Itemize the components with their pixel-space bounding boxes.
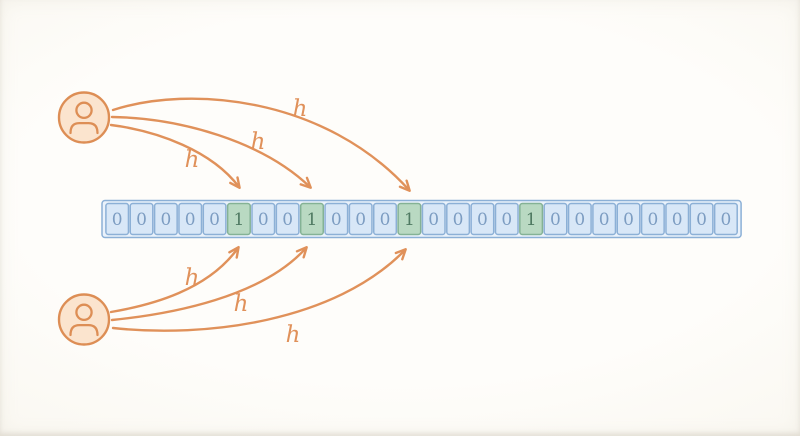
bit-value-24: 0 xyxy=(696,210,707,230)
bit-value-21: 0 xyxy=(623,210,634,230)
hash-arrow-top-to-cell-8 xyxy=(110,115,312,189)
hash-arrow-top-to-cell-12 xyxy=(111,97,411,192)
hash-arrow-top-to-cell-5 xyxy=(109,123,241,189)
hash-function-label: h xyxy=(185,265,200,291)
bit-cell-2 xyxy=(153,202,178,236)
bit-cell-9 xyxy=(324,202,349,236)
person-shoulders-icon xyxy=(69,323,99,337)
bit-cell-20 xyxy=(592,202,617,236)
hash-arrow-bottom-to-cell-5 xyxy=(109,245,240,314)
hash-function-label: h xyxy=(286,322,301,348)
hash-arrow-bottom-to-cell-12 xyxy=(111,248,407,332)
bit-cell-14 xyxy=(446,202,471,236)
bit-cell-24 xyxy=(689,202,714,236)
hash-arrows: h h h h h h xyxy=(109,96,411,348)
person-shoulders-icon xyxy=(69,121,99,135)
bit-value-10: 0 xyxy=(355,210,366,230)
bit-value-2: 0 xyxy=(160,210,171,230)
bit-value-8: 1 xyxy=(307,210,318,230)
bit-value-18: 0 xyxy=(550,210,561,230)
bit-cell-17 xyxy=(519,202,544,236)
person-head-icon xyxy=(75,101,93,120)
bit-cell-12 xyxy=(397,202,422,236)
bit-value-4: 0 xyxy=(209,210,220,230)
hash-arrow-bottom-to-cell-8 xyxy=(110,246,308,322)
user-top-icon xyxy=(57,91,111,144)
bit-cell-6 xyxy=(251,202,276,236)
bit-cell-21 xyxy=(616,202,641,236)
bit-value-3: 0 xyxy=(185,210,196,230)
bit-value-1: 0 xyxy=(136,210,147,230)
bit-cell-10 xyxy=(348,202,373,236)
user-icons xyxy=(57,91,111,346)
bit-cell-0 xyxy=(105,202,130,236)
bit-value-16: 0 xyxy=(501,210,512,230)
bit-cell-11 xyxy=(373,202,398,236)
bit-cell-25 xyxy=(713,202,738,236)
bit-value-6: 0 xyxy=(258,210,269,230)
hash-function-label: h xyxy=(251,129,266,155)
bit-value-17: 1 xyxy=(526,210,537,230)
bit-value-5: 1 xyxy=(234,210,245,230)
hash-function-label: h xyxy=(293,96,308,122)
bit-cell-18 xyxy=(543,202,568,236)
bit-value-23: 0 xyxy=(672,210,683,230)
bit-value-12: 1 xyxy=(404,210,415,230)
bit-cell-5 xyxy=(226,202,251,236)
bit-value-19: 0 xyxy=(574,210,585,230)
bit-cell-19 xyxy=(567,202,592,236)
bit-cell-8 xyxy=(299,202,325,236)
bit-value-20: 0 xyxy=(599,210,610,230)
bit-cell-7 xyxy=(275,202,300,236)
bit-cell-4 xyxy=(202,202,227,236)
bit-value-14: 0 xyxy=(453,210,464,230)
bit-cell-1 xyxy=(129,202,154,236)
hash-function-label: h xyxy=(234,291,249,317)
bit-cell-23 xyxy=(665,202,690,236)
bit-value-11: 0 xyxy=(380,210,391,230)
bit-cell-15 xyxy=(470,202,495,236)
bit-value-7: 0 xyxy=(282,210,293,230)
bit-cell-13 xyxy=(421,202,446,236)
bit-value-22: 0 xyxy=(647,210,658,230)
bit-value-0: 0 xyxy=(112,210,123,230)
bit-cell-16 xyxy=(494,202,519,236)
bit-value-15: 0 xyxy=(477,210,488,230)
person-head-icon xyxy=(75,303,93,322)
bit-value-13: 0 xyxy=(428,210,439,230)
bit-value-25: 0 xyxy=(721,210,732,230)
user-bottom-icon xyxy=(57,293,111,346)
hash-function-label: h xyxy=(185,147,200,173)
bit-cell-22 xyxy=(640,202,665,236)
bit-cell-3 xyxy=(178,202,203,236)
bit-value-9: 0 xyxy=(331,210,342,230)
